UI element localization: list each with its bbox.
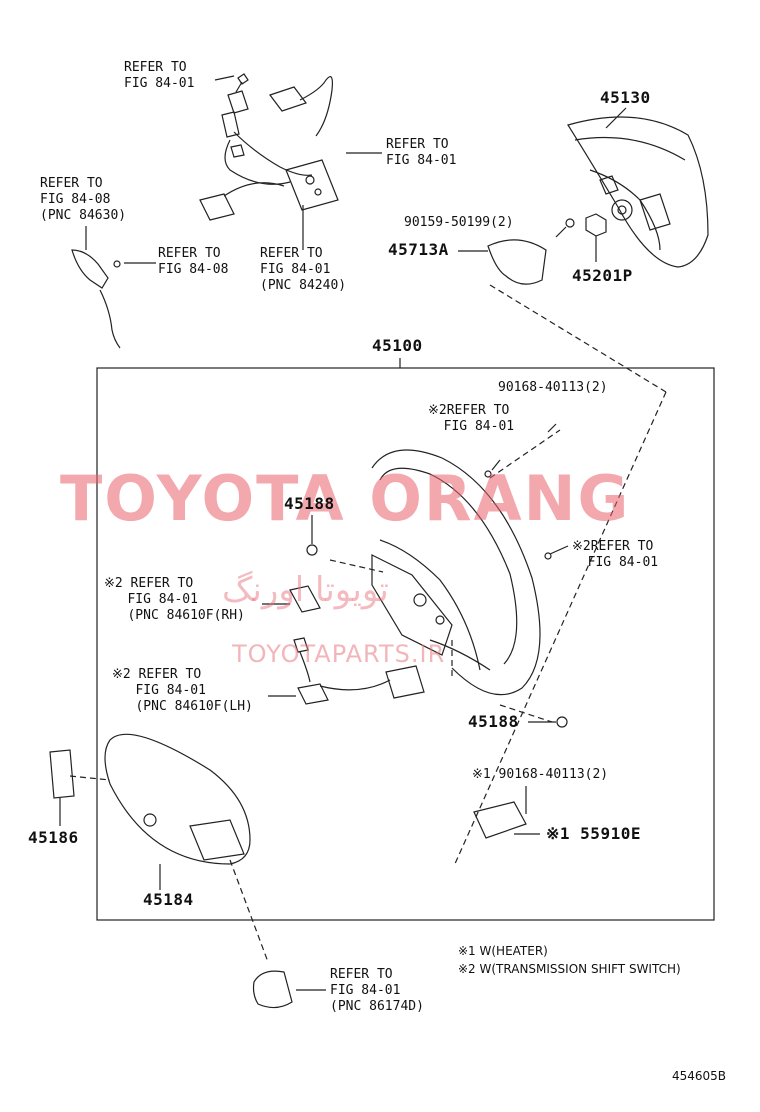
screw-90159: [555, 218, 575, 238]
heater-module-55910e: [473, 801, 527, 839]
cap-45186: [49, 749, 75, 799]
figure-code: 454605B: [672, 1069, 727, 1083]
callout-refer-84-08: REFER TO FIG 84-08: [158, 246, 229, 277]
callout-refer-top: REFER TO FIG 84-01: [124, 60, 195, 91]
callout-refer-lh: ※2 REFER TO FIG 84-01 (PNC 84610F(LH): [112, 667, 253, 714]
part-number-45186: 45186: [28, 828, 79, 847]
lower-cover-45184: [104, 733, 251, 865]
part-number-45130: 45130: [600, 88, 651, 107]
steering-wheel-45100: [371, 449, 541, 696]
nut-45201p: [585, 213, 607, 237]
watermark-persian: تویوتا اورنگ: [222, 570, 389, 610]
callout-refer-84240: REFER TO FIG 84-01 (PNC 84240): [260, 246, 347, 293]
note-1: ※1 W(HEATER): [458, 944, 548, 958]
spiral-cable-harness: [199, 73, 339, 221]
part-number-45188-top: 45188: [284, 494, 335, 513]
callout-refer-86174d: REFER TO FIG 84-01 (PNC 86174D): [330, 967, 424, 1014]
part-number-45201p: 45201P: [572, 266, 633, 285]
part-number-45100: 45100: [372, 336, 423, 355]
nut-45188-top: [306, 544, 318, 556]
callout-refer-mid-right: REFER TO FIG 84-01: [386, 137, 457, 168]
cover-45713a: [487, 239, 547, 285]
part-number-90159: 90159-50199(2): [404, 215, 514, 230]
callout-refer-84630: REFER TO FIG 84-08 (PNC 84630): [40, 176, 127, 223]
note-2: ※2 W(TRANSMISSION SHIFT SWITCH): [458, 962, 681, 976]
part-number-45188-bottom: 45188: [468, 712, 519, 731]
airbag-45130: [567, 116, 709, 268]
part-number-90168-top: 90168-40113(2): [498, 380, 608, 395]
part-number-45713a: 45713A: [388, 240, 449, 259]
cover-86174d: [252, 970, 293, 1009]
assembly-frame-45100: [96, 367, 715, 921]
nut-45188-bottom: [556, 716, 568, 728]
callout-refer-x2-right: ※2REFER TO FIG 84-01: [572, 539, 659, 570]
bolt-x2-top: [484, 423, 557, 478]
paddle-switch-sensor: [71, 249, 121, 349]
callout-refer-x2-top: ※2REFER TO FIG 84-01: [428, 403, 515, 434]
callout-refer-rh: ※2 REFER TO FIG 84-01 (PNC 84610F(RH): [104, 576, 245, 623]
switch-84610f-lh: [293, 637, 425, 705]
watermark-brand: TOYOTA ORANG: [60, 462, 631, 535]
leader-refer-top: [214, 75, 235, 81]
part-number-55910e: ※1 55910E: [546, 824, 641, 843]
bolt-x2-right: [544, 545, 569, 560]
watermark-site: TOYOTAPARTS.IR: [232, 640, 446, 668]
leader-45130: [605, 107, 627, 129]
switch-84610f-rh: [289, 585, 321, 613]
part-number-45184: 45184: [143, 890, 194, 909]
part-number-90168-x1: ※1 90168-40113(2): [472, 767, 609, 782]
